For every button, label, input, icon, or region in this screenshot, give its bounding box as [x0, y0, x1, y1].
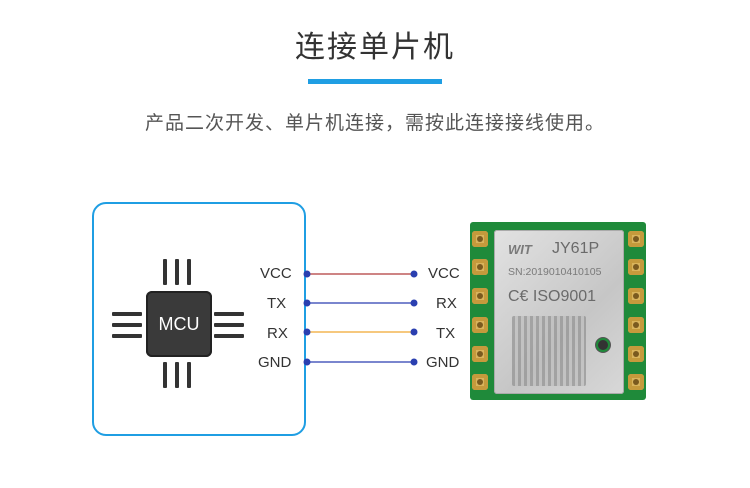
- module-pad: [628, 317, 644, 333]
- chip-pin: [163, 362, 167, 388]
- module-brand-logo: WIT: [508, 242, 532, 257]
- chip-pin: [187, 362, 191, 388]
- module-pin-vcc-label: VCC: [428, 265, 460, 282]
- chip-pin: [214, 312, 244, 316]
- mcu-pin-dot: [303, 328, 311, 336]
- module-pin-dot: [410, 299, 418, 307]
- chip-pin: [175, 259, 179, 285]
- mcu-pin-dot: [303, 299, 311, 307]
- page-title: 连接单片机: [295, 30, 455, 65]
- chip-pin: [112, 334, 142, 338]
- status-led-icon: [598, 340, 608, 350]
- qr-code-icon: [512, 316, 586, 386]
- module-serial: SN:2019010410105: [508, 266, 602, 278]
- chip-pin: [112, 312, 142, 316]
- chip-pin: [175, 362, 179, 388]
- module-shield-can: WIT JY61P SN:2019010410105 C€ ISO9001: [494, 230, 624, 394]
- module-pin-rx-label: RX: [436, 295, 457, 312]
- mcu-pin-dot: [303, 270, 311, 278]
- page-subtitle: 产品二次开发、单片机连接，需按此连接接线使用。: [144, 112, 605, 134]
- module-pad: [472, 259, 488, 275]
- module-pin-dot: [410, 358, 418, 366]
- mcu-pin-rx-label: RX: [267, 325, 288, 342]
- module-pad: [472, 346, 488, 362]
- module-pin-dot: [410, 328, 418, 336]
- module-pad: [472, 231, 488, 247]
- mcu-pin-tx-label: TX: [267, 295, 287, 312]
- module-pin-gnd-label: GND: [426, 354, 460, 371]
- chip-pin: [163, 259, 167, 285]
- module-pin-dot: [410, 270, 418, 278]
- module-pad: [628, 288, 644, 304]
- module-model: JY61P: [552, 240, 600, 257]
- module-pad: [472, 317, 488, 333]
- module-pad: [472, 288, 488, 304]
- mcu-panel: [92, 202, 306, 436]
- module-cert: C€ ISO9001: [508, 288, 597, 305]
- module-pad: [472, 374, 488, 390]
- module-pad: [628, 374, 644, 390]
- title-underline: [308, 79, 442, 84]
- module-pad: [628, 259, 644, 275]
- chip-pin: [214, 323, 244, 327]
- chip-pin: [214, 334, 244, 338]
- module-pin-tx-label: TX: [436, 325, 456, 342]
- chip-pin: [187, 259, 191, 285]
- module-pad: [628, 231, 644, 247]
- mcu-pin-dot: [303, 358, 311, 366]
- chip-pin: [112, 323, 142, 327]
- mcu-pin-vcc-label: VCC: [260, 265, 292, 282]
- mcu-chip-label: MCU: [158, 314, 200, 334]
- mcu-pin-gnd-label: GND: [258, 354, 292, 371]
- mcu-chip-icon: MCU: [146, 291, 212, 357]
- module-pad: [628, 346, 644, 362]
